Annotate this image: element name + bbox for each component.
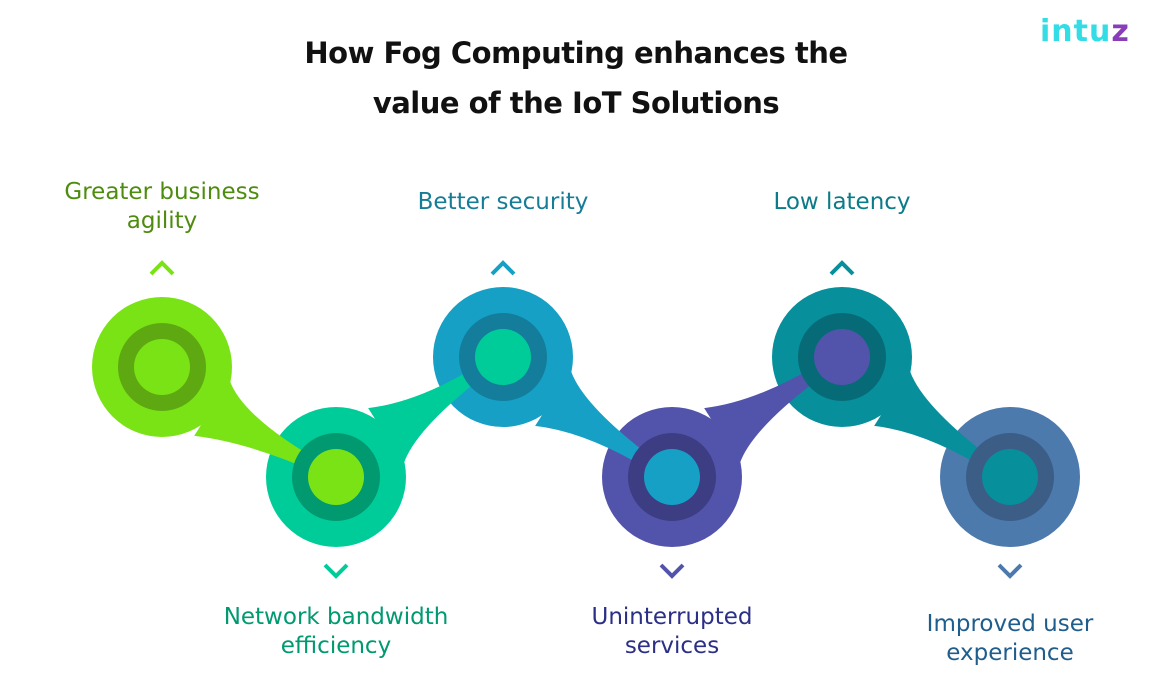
- chevron-up-icon: [149, 260, 175, 276]
- label-line-1: Improved user: [926, 611, 1094, 637]
- label-line-1: Low latency: [773, 189, 911, 215]
- step-label: Uninterrupted services: [522, 603, 822, 661]
- logo-main: intu: [1040, 14, 1112, 49]
- connector-tail: [194, 380, 326, 473]
- connector-tail: [704, 361, 832, 464]
- label-line-1: Greater business: [64, 179, 260, 205]
- label-line-1: Network bandwidth: [223, 604, 449, 630]
- connector-tail: [535, 370, 662, 473]
- step-core: [134, 339, 190, 395]
- step-label: Network bandwidth efficiency: [186, 603, 486, 661]
- label-line-2: efficiency: [280, 633, 392, 659]
- label-line-2: services: [624, 633, 720, 659]
- chevron-up-icon: [829, 260, 855, 276]
- step-core: [475, 329, 531, 385]
- chevron-down-icon: [323, 563, 349, 579]
- page-title: How Fog Computing enhances the value of …: [0, 28, 1152, 128]
- step-core: [814, 329, 870, 385]
- chevron-up-icon: [490, 260, 516, 276]
- connector-tail: [874, 370, 1000, 473]
- label-line-2: experience: [946, 640, 1074, 666]
- logo-accent: z: [1111, 14, 1130, 49]
- step-label: Low latency: [692, 188, 992, 217]
- intuz-logo: intuz: [1040, 14, 1130, 49]
- step-core: [644, 449, 700, 505]
- step-label: Improved user experience: [860, 610, 1152, 668]
- label-line-1: Uninterrupted: [591, 604, 753, 630]
- step-label: Better security: [353, 188, 653, 217]
- chevron-down-icon: [997, 563, 1023, 579]
- label-line-1: Better security: [417, 189, 589, 215]
- step-core: [308, 449, 364, 505]
- label-line-2: agility: [126, 208, 198, 234]
- title-line-1: How Fog Computing enhances the: [304, 36, 848, 70]
- connector-tail: [368, 361, 493, 464]
- title-line-2: value of the IoT Solutions: [372, 86, 780, 120]
- step-core: [982, 449, 1038, 505]
- step-label: Greater business agility: [12, 178, 312, 236]
- chevron-down-icon: [659, 563, 685, 579]
